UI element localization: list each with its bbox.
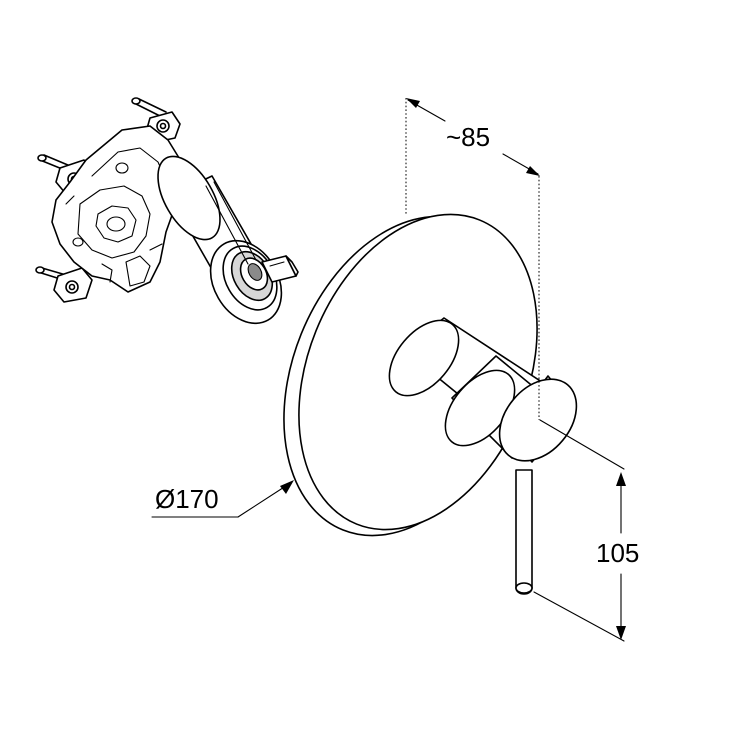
depth-label: ~85 [446,122,490,152]
trim-illustration [283,213,578,595]
valve-body-illustration [35,97,299,325]
mounting-studs [35,97,167,283]
lever [515,469,533,595]
valve-cartridge [157,155,299,325]
height-label: 105 [596,538,639,568]
dimension-height [533,419,626,642]
dimension-depth [405,98,540,420]
dimension-diameter [151,480,294,518]
diameter-label: Ø170 [155,484,219,514]
